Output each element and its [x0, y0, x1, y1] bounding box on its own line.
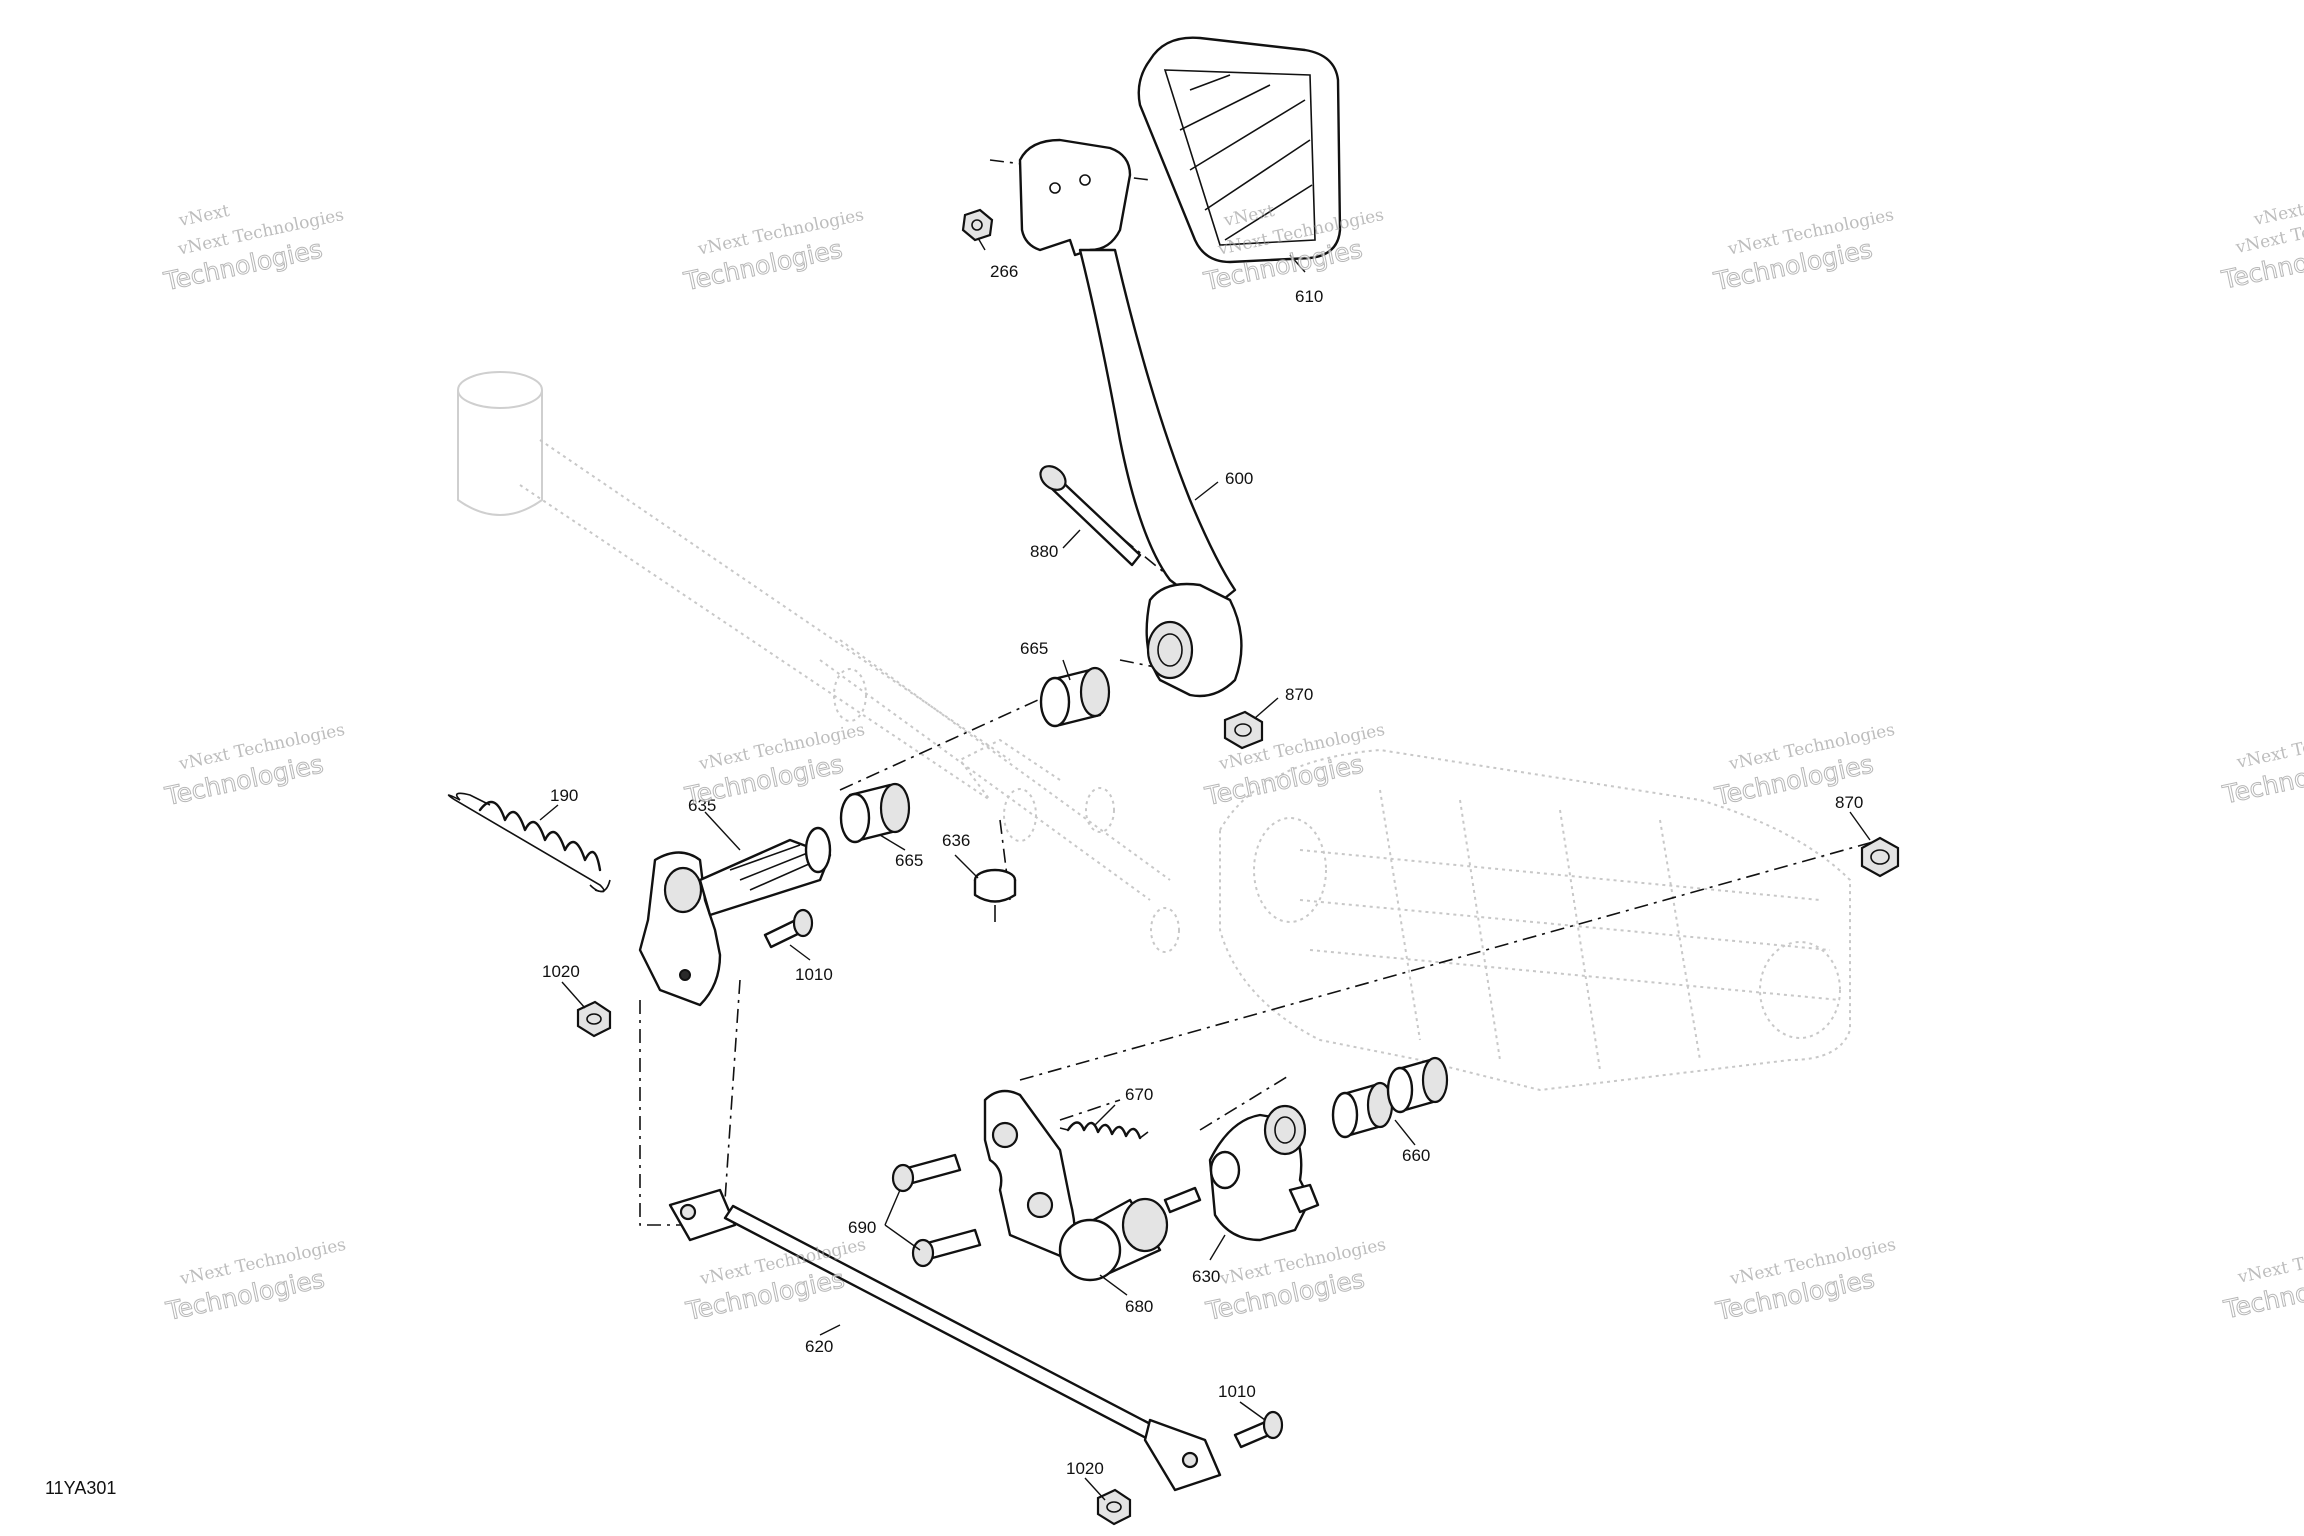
bracket-690 — [891, 1089, 1077, 1268]
pedal-pad — [1137, 36, 1342, 264]
housing-630 — [1208, 1104, 1320, 1242]
callout-665-lower: 665 — [895, 851, 923, 870]
rod-620 — [668, 1188, 1222, 1492]
callout-266: 266 — [990, 262, 1018, 281]
callout-880: 880 — [1030, 542, 1058, 561]
callout-610: 610 — [1295, 287, 1323, 306]
callout-670: 670 — [1125, 1085, 1153, 1104]
callout-665-upper: 665 — [1020, 639, 1048, 658]
callout-620: 620 — [805, 1337, 833, 1356]
spring-670 — [1059, 1121, 1149, 1140]
diagram-code: 11YA301 — [45, 1478, 116, 1498]
spring-190 — [447, 792, 611, 893]
bushing-665-upper — [1039, 666, 1111, 728]
bushings-660 — [1331, 1056, 1449, 1139]
watermark: vNext Technologies Technologies — [161, 720, 346, 812]
watermark: vNext Technologies Technologies — [2220, 1233, 2304, 1325]
callout-870-right: 870 — [1835, 793, 1863, 812]
pedal-nut-266 — [961, 208, 994, 242]
callout-680: 680 — [1125, 1297, 1153, 1316]
pin-1010-lower — [1233, 1410, 1284, 1449]
assembly-lines — [639, 159, 1881, 1226]
callout-600: 600 — [1225, 469, 1253, 488]
watermark: vNext Technologies Technologies — [1712, 1235, 1897, 1327]
watermark: vNext Technologies Technologies — [162, 1235, 347, 1327]
watermark: vNext Technologies Technologies — [680, 205, 865, 297]
nut-1020-lower — [1096, 1488, 1132, 1526]
watermark-corner: vNext — [176, 201, 231, 231]
pin-1010-upper — [763, 908, 814, 949]
bushing-665-lower — [839, 782, 911, 844]
watermark: vNext Technologies Technologies — [681, 720, 866, 812]
callout-labels: 266 610 600 880 665 870 190 635 665 636 … — [542, 262, 1863, 1478]
callout-1020-lower: 1020 — [1066, 1459, 1104, 1478]
nut-870-right — [1860, 836, 1900, 878]
callout-1010-lower: 1010 — [1218, 1382, 1256, 1401]
callout-190: 190 — [550, 786, 578, 805]
cylinder-680 — [1058, 1186, 1202, 1282]
bumper-636 — [973, 868, 1017, 922]
pedal-arm — [1018, 138, 1243, 698]
watermark: vNext Technologies Technologies — [1711, 720, 1896, 812]
callout-870-upper: 870 — [1285, 685, 1313, 704]
watermark: vNext Technologies Technologies — [1202, 1235, 1387, 1327]
lever-635 — [638, 826, 832, 1007]
callout-635: 635 — [688, 796, 716, 815]
watermark: vNext Technologies Technologies — [2219, 718, 2304, 810]
callout-660: 660 — [1402, 1146, 1430, 1165]
leader-lines — [539, 237, 1871, 1501]
callout-690: 690 — [848, 1218, 876, 1237]
callout-636: 636 — [942, 831, 970, 850]
nut-1020-upper — [576, 1000, 612, 1038]
callout-630: 630 — [1192, 1267, 1220, 1286]
nut-870-upper — [1223, 710, 1264, 750]
watermark: vNext Technologies Technologies — [1710, 205, 1895, 297]
callout-1020-upper: 1020 — [542, 962, 580, 981]
pedal-bolt-880 — [1039, 465, 1142, 567]
callout-1010-upper: 1010 — [795, 965, 833, 984]
